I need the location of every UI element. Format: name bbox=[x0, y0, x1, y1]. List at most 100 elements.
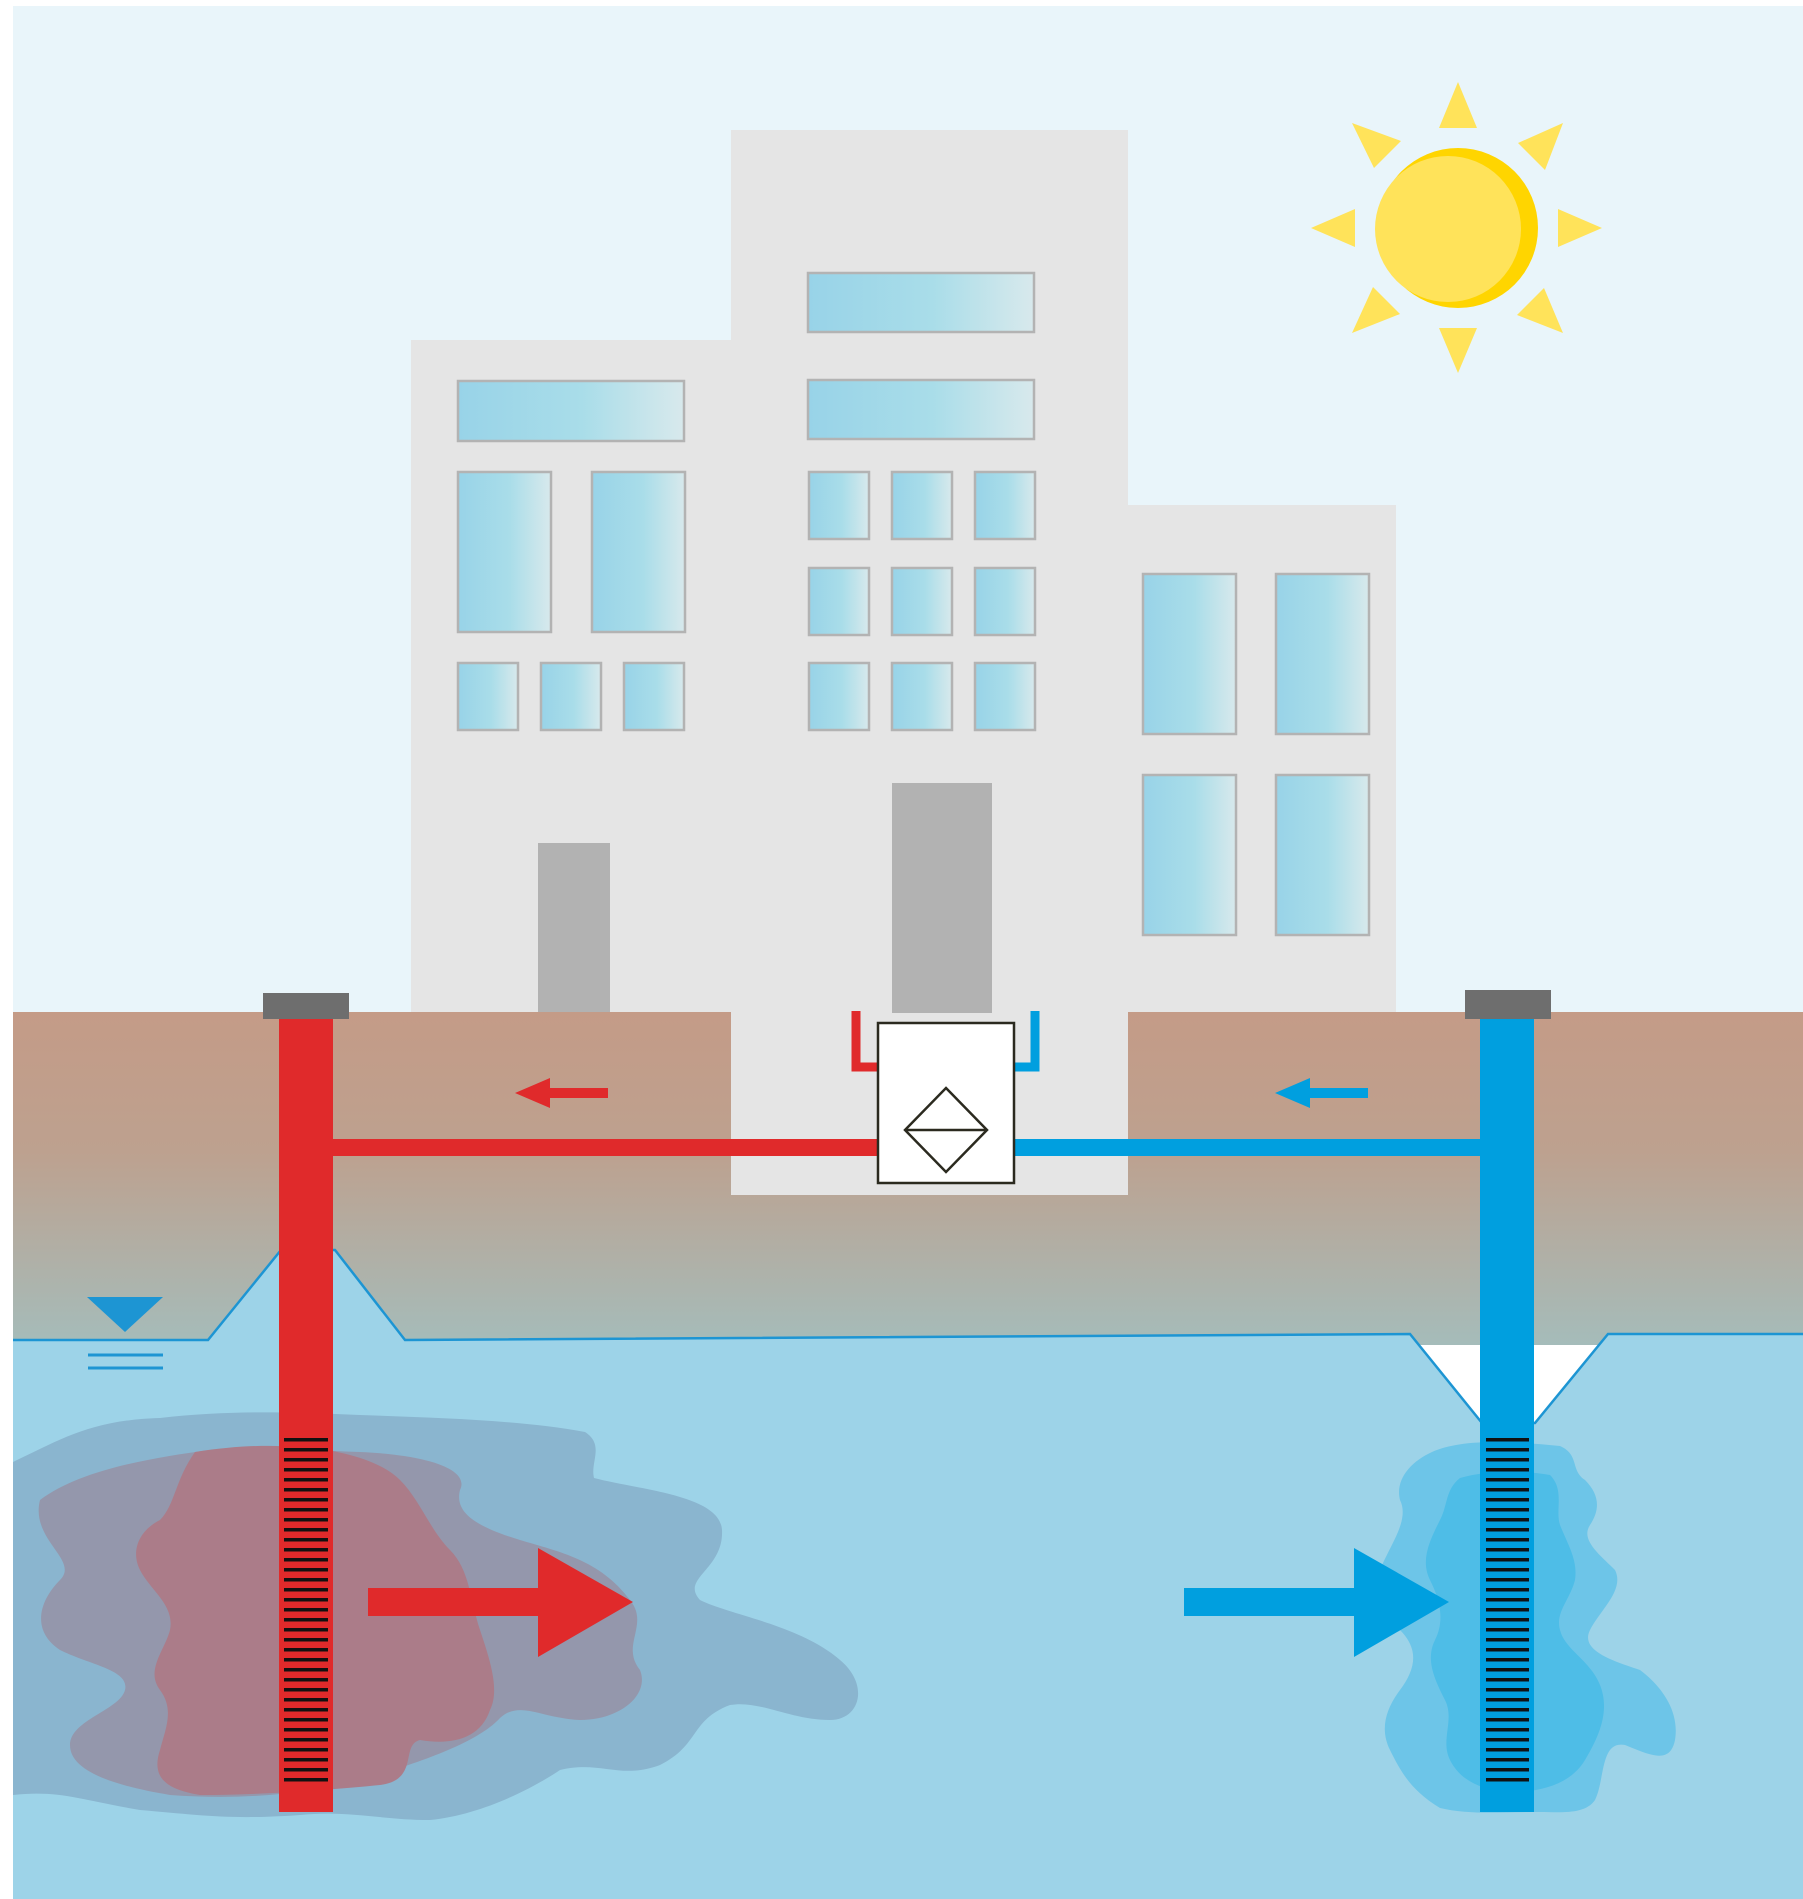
screen-slot bbox=[284, 1718, 328, 1722]
screen-slot bbox=[1486, 1618, 1529, 1622]
screen-slot bbox=[284, 1648, 328, 1652]
window bbox=[890, 470, 954, 541]
warm-connection-pipe bbox=[333, 1139, 879, 1156]
warm-flow-arrow-large bbox=[368, 1548, 633, 1657]
screen-slot bbox=[284, 1458, 328, 1462]
window bbox=[806, 271, 1036, 334]
screen-slot bbox=[284, 1538, 328, 1542]
screen-slot bbox=[1486, 1658, 1529, 1662]
screen-slot bbox=[1486, 1638, 1529, 1642]
screen-slot bbox=[1486, 1508, 1529, 1512]
screen-slot bbox=[284, 1498, 328, 1502]
window bbox=[590, 470, 687, 634]
cold-well bbox=[1465, 990, 1551, 1812]
screen-slot bbox=[1486, 1688, 1529, 1692]
water-table-line bbox=[13, 1248, 1803, 1425]
screen-slot bbox=[1486, 1488, 1529, 1492]
screen-slot bbox=[1486, 1758, 1529, 1762]
screen-slot bbox=[284, 1768, 328, 1772]
window bbox=[456, 470, 553, 634]
screen-slot bbox=[284, 1528, 328, 1532]
window bbox=[456, 661, 520, 732]
screen-slot bbox=[1486, 1598, 1529, 1602]
screen-slot bbox=[1486, 1438, 1529, 1442]
screen-slot bbox=[284, 1488, 328, 1492]
screen-slot bbox=[1486, 1698, 1529, 1702]
heat-exchanger-symbol bbox=[876, 1021, 1016, 1185]
door bbox=[892, 783, 992, 1013]
screen-slot bbox=[284, 1578, 328, 1582]
warm-well bbox=[263, 993, 349, 1812]
screen-slot bbox=[1486, 1778, 1529, 1782]
cold-well-cap bbox=[1465, 990, 1551, 1019]
screen-slot bbox=[284, 1598, 328, 1602]
screen-slot bbox=[1486, 1458, 1529, 1462]
screen-slot bbox=[1486, 1558, 1529, 1562]
screen-slot bbox=[284, 1728, 328, 1732]
screen-slot bbox=[284, 1738, 328, 1742]
screen-slot bbox=[284, 1588, 328, 1592]
water-table-symbol bbox=[87, 1297, 163, 1370]
cold-connection-pipe bbox=[1014, 1139, 1480, 1156]
warm-stub bbox=[851, 1011, 880, 1072]
screen-slot bbox=[284, 1568, 328, 1572]
warm-well-screen bbox=[284, 1438, 328, 1782]
warm-well-cap bbox=[263, 993, 349, 1019]
window bbox=[807, 470, 871, 541]
window bbox=[622, 661, 686, 732]
screen-slot bbox=[1486, 1568, 1529, 1572]
warm-plume bbox=[13, 1412, 859, 1820]
screen-slot bbox=[1486, 1748, 1529, 1752]
screen-slot bbox=[284, 1658, 328, 1662]
screen-slot bbox=[284, 1508, 328, 1512]
cold-well-screen bbox=[1486, 1438, 1529, 1782]
screen-slot bbox=[1486, 1448, 1529, 1452]
screen-slot bbox=[284, 1678, 328, 1682]
window bbox=[973, 566, 1037, 637]
screen-slot bbox=[284, 1558, 328, 1562]
screen-slot bbox=[1486, 1578, 1529, 1582]
screen-slot bbox=[1486, 1738, 1529, 1742]
sun-icon bbox=[1311, 82, 1602, 373]
screen-slot bbox=[1486, 1718, 1529, 1722]
screen-slot bbox=[284, 1688, 328, 1692]
cold-well-pipe bbox=[1480, 1012, 1534, 1812]
screen-slot bbox=[284, 1748, 328, 1752]
door bbox=[538, 843, 610, 1013]
screen-slot bbox=[284, 1608, 328, 1612]
window bbox=[973, 661, 1037, 732]
screen-slot bbox=[284, 1698, 328, 1702]
window bbox=[973, 470, 1037, 541]
screen-slot bbox=[1486, 1528, 1529, 1532]
window bbox=[539, 661, 603, 732]
window bbox=[890, 566, 954, 637]
screen-slot bbox=[1486, 1728, 1529, 1732]
screen-slot bbox=[1486, 1478, 1529, 1482]
screen-slot bbox=[1486, 1498, 1529, 1502]
cold-flow-arrow-small bbox=[1275, 1078, 1368, 1108]
screen-slot bbox=[284, 1548, 328, 1552]
window bbox=[807, 566, 871, 637]
screen-slot bbox=[1486, 1518, 1529, 1522]
screen-slot bbox=[1486, 1548, 1529, 1552]
screen-slot bbox=[1486, 1468, 1529, 1472]
screen-slot bbox=[1486, 1538, 1529, 1542]
screen-slot bbox=[284, 1778, 328, 1782]
window bbox=[807, 661, 871, 732]
window bbox=[456, 379, 686, 443]
window bbox=[1274, 773, 1371, 937]
screen-slot bbox=[284, 1438, 328, 1442]
screen-slot bbox=[284, 1668, 328, 1672]
screen-slot bbox=[1486, 1628, 1529, 1632]
warm-flow-arrow-small bbox=[515, 1078, 608, 1108]
screen-slot bbox=[1486, 1678, 1529, 1682]
screen-slot bbox=[284, 1628, 328, 1632]
screen-slot bbox=[284, 1758, 328, 1762]
screen-slot bbox=[1486, 1708, 1529, 1712]
cold-stub bbox=[1013, 1011, 1040, 1072]
window bbox=[1141, 773, 1238, 937]
screen-slot bbox=[284, 1708, 328, 1712]
window bbox=[806, 378, 1036, 441]
screen-slot bbox=[1486, 1588, 1529, 1592]
